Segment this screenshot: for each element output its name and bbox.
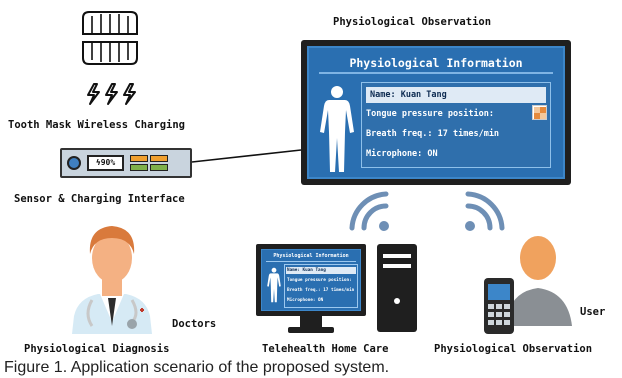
- phone-icon: [484, 278, 514, 334]
- figure-caption: Figure 1. Application scenario of the pr…: [4, 359, 390, 376]
- lightning-icon: [87, 83, 136, 105]
- small-breath: Breath freq.: 17 times/min: [287, 288, 355, 293]
- small-monitor-screen: Physiological Information Name: Kuan Tan…: [261, 249, 361, 311]
- teeth-icon: [82, 11, 138, 65]
- doctor-icon: [72, 226, 152, 334]
- monitor-base: [288, 327, 334, 333]
- battery-level: 90%: [100, 158, 116, 167]
- physio-observation-bottom-label: Physiological Observation: [434, 343, 593, 355]
- tongue-pressure: Tongue pressure position:: [366, 109, 494, 119]
- user-icon: [506, 236, 572, 326]
- physio-diagnosis-label: Physiological Diagnosis: [24, 343, 170, 355]
- charging-device: ϟ90%: [60, 148, 192, 178]
- small-microphone: Microphone: ON: [287, 298, 324, 303]
- power-button[interactable]: [67, 156, 81, 170]
- info-panel: Name: Kuan Tang Tongue pressure position…: [361, 82, 551, 168]
- tooth-mask-label: Tooth Mask Wireless Charging: [8, 119, 186, 131]
- lightning-small-icon: ϟ: [95, 158, 101, 167]
- status-bars: [130, 155, 170, 171]
- physio-observation-top-label: Physiological Observation: [333, 16, 492, 28]
- physio-monitor: Physiological Information Name: Kuan Tan…: [301, 40, 571, 185]
- telehealth-label: Telehealth Home Care: [262, 343, 389, 355]
- breath-frequency: Breath freq.: 17 times/min: [366, 129, 500, 139]
- user-label: User: [580, 306, 606, 318]
- monitor-title: Physiological Information: [349, 56, 523, 70]
- patient-name: Name: Kuan Tang: [366, 87, 546, 103]
- computer-tower-icon: [377, 244, 417, 332]
- doctors-label: Doctors: [172, 318, 217, 330]
- monitor-screen: Physiological Information Name: Kuan Tan…: [307, 46, 565, 179]
- small-tongue: Tongue pressure position:: [287, 278, 352, 283]
- small-body-icon: [267, 267, 281, 303]
- battery-display: ϟ90%: [87, 155, 124, 171]
- monitor-stand: [300, 316, 322, 328]
- sensor-interface-label: Sensor & Charging Interface: [14, 193, 185, 205]
- body-silhouette-icon: [320, 86, 354, 172]
- small-monitor-title: Physiological Information: [273, 253, 349, 259]
- wifi-icon-right: [465, 191, 505, 231]
- small-name: Name: Kuan Tang: [286, 267, 356, 274]
- tongue-grid-icon: [532, 105, 547, 120]
- microphone-status: Microphone: ON: [366, 149, 438, 159]
- wifi-icon: [349, 191, 389, 231]
- monitor-divider: [319, 72, 553, 74]
